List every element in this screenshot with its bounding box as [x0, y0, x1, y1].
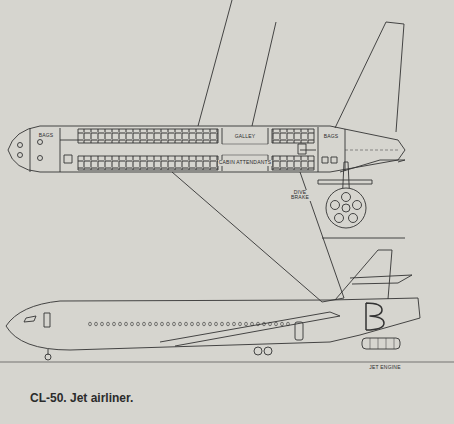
window [233, 322, 236, 326]
window [119, 322, 122, 326]
window [275, 322, 278, 326]
part-label: DIVE BRAKE [288, 190, 312, 201]
window [287, 322, 290, 326]
window [251, 322, 254, 326]
window [107, 322, 110, 326]
window [263, 322, 266, 326]
window-row [89, 322, 290, 326]
compartment-label: GALLEY [234, 134, 257, 140]
compartment-label: BAGS [38, 133, 55, 139]
window [227, 322, 230, 326]
window [155, 322, 158, 326]
window [95, 322, 98, 326]
window [137, 322, 140, 326]
window [221, 322, 224, 326]
window [143, 322, 146, 326]
part-label: JET ENGINE [368, 365, 401, 371]
window [239, 322, 242, 326]
window [257, 322, 260, 326]
window [185, 322, 188, 326]
window [89, 322, 92, 326]
window [281, 322, 284, 326]
window [179, 322, 182, 326]
window [191, 322, 194, 326]
window [215, 322, 218, 326]
window [269, 322, 272, 326]
window [149, 322, 152, 326]
window [161, 322, 164, 326]
rear-view [318, 162, 405, 238]
window [101, 322, 104, 326]
window [245, 322, 248, 326]
window [131, 322, 134, 326]
compartment-label: CABIN ATTENDANTS [218, 160, 273, 166]
window [173, 322, 176, 326]
window [113, 322, 116, 326]
window [197, 322, 200, 326]
figure-caption: CL-50. Jet airliner. [30, 391, 133, 405]
window [203, 322, 206, 326]
compartment-label: BAGS [323, 134, 340, 140]
side-view [0, 250, 454, 362]
window [209, 322, 212, 326]
window [167, 322, 170, 326]
plan-view [8, 0, 405, 302]
window [125, 322, 128, 326]
